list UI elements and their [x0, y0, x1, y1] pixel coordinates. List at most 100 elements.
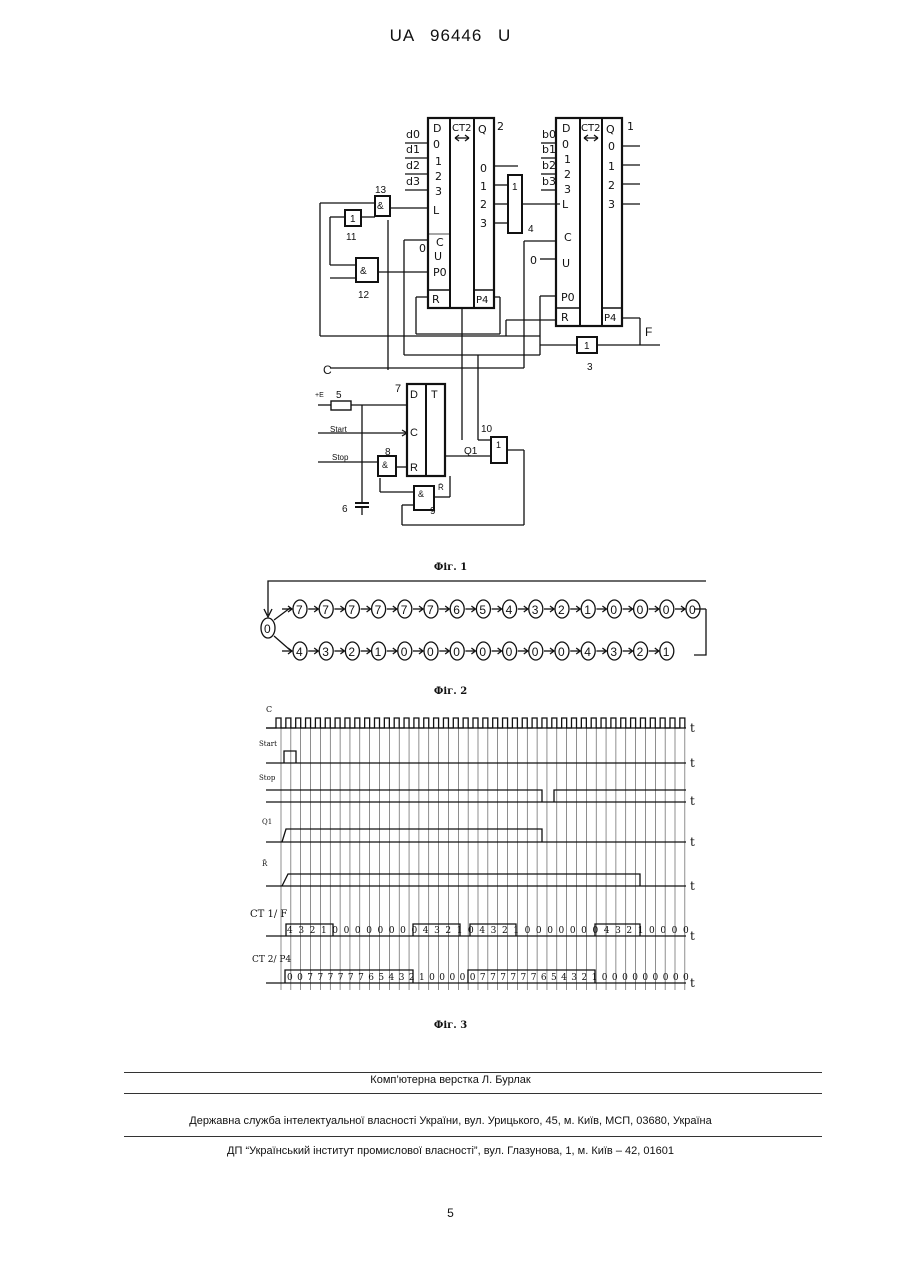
ct1-value: 1	[513, 926, 519, 936]
ct1-value: 0	[525, 926, 531, 936]
ct-right-pin-l: L	[562, 198, 569, 211]
ct1-value: 0	[570, 926, 576, 936]
row1-state-label: 5	[479, 603, 486, 617]
row2-state-label: 2	[637, 645, 644, 659]
row2-state-label: 1	[375, 645, 382, 659]
ct2-value: 7	[500, 973, 506, 983]
or-gate-10-symbol: 1	[496, 440, 501, 450]
time-axis-label-3: t	[690, 794, 695, 808]
ct1-value: 4	[287, 926, 293, 936]
ct2-value: 3	[571, 973, 577, 983]
ct1-value: 0	[581, 926, 587, 936]
ct-right-pin-u: U	[562, 257, 570, 270]
signal-e-label: +E	[315, 392, 324, 399]
input-d1: d1	[406, 143, 420, 156]
ct-right-pin-c: C	[564, 231, 572, 244]
ct1-value: 1	[321, 926, 327, 936]
stop-waveform	[266, 790, 686, 802]
footer-rule-3	[124, 1136, 822, 1137]
ct1-value: 0	[559, 926, 565, 936]
clock-pulses	[266, 718, 685, 728]
footer-institute-address: ДП “Український інститут промислової вла…	[0, 1145, 901, 1157]
time-axis-label-1: t	[690, 721, 695, 735]
row1-state-label: 0	[610, 603, 617, 617]
ct1-value: 2	[310, 926, 316, 936]
ct1-value: 0	[672, 926, 678, 936]
time-axis-label-5: t	[690, 879, 695, 893]
ct2-value: 0	[632, 973, 638, 983]
signal-stop-label: Stop	[332, 453, 349, 462]
ct-left-pin-c: C	[436, 236, 444, 249]
ct-left-pin-d: D	[433, 122, 441, 135]
row1-state-label: 7	[401, 603, 408, 617]
ct2-value: 7	[317, 973, 323, 983]
ct-left-pin-p0: P0	[433, 266, 447, 279]
time-axis-label-7: t	[690, 976, 695, 990]
ct2-value: 3	[399, 973, 405, 983]
ct2-value: 7	[328, 973, 334, 983]
ct2-value: 0	[287, 973, 293, 983]
ct-left-q1: 1	[480, 180, 487, 193]
and-gate-13-symbol: &	[377, 201, 384, 212]
row1-state-label: 0	[663, 603, 670, 617]
label-7: 7	[395, 383, 401, 395]
fig2-row-1: 7777776543210000	[282, 600, 700, 618]
label-1: 1	[627, 120, 634, 133]
timing-grid	[281, 728, 685, 990]
ct-right-pin-q: Q	[606, 123, 615, 136]
ct2-value: 6	[541, 973, 547, 983]
or-gate-4-symbol: 1	[512, 182, 518, 193]
ct1-value: 4	[604, 926, 610, 936]
ct-right-pin-d3: 3	[564, 183, 571, 196]
ct1-value: 0	[660, 926, 666, 936]
ct2-value: 0	[470, 973, 476, 983]
fig1-caption: Фіг. 1	[0, 562, 901, 573]
ct1-value: 0	[344, 926, 350, 936]
signal-c-label: C	[323, 363, 332, 377]
row2-state-label: 2	[348, 645, 355, 659]
ct2-value: 0	[297, 973, 303, 983]
ct2-value: 7	[348, 973, 354, 983]
row2-state-label: 0	[506, 645, 513, 659]
ct1-value: 3	[615, 926, 621, 936]
ct-left-pin-d0: 0	[433, 138, 440, 151]
row2-state-label: 0	[479, 645, 486, 659]
ct2-value: 7	[521, 973, 527, 983]
label-5: 5	[336, 390, 342, 401]
time-axis-label-6: t	[690, 929, 695, 943]
ct1-value: 2	[502, 926, 508, 936]
row2-state-label: 3	[610, 645, 617, 659]
signal-rbar-label: R̄	[438, 483, 444, 492]
ct2-value: 0	[653, 973, 659, 983]
timing-label-rbar: R̄	[262, 859, 268, 868]
label-11: 11	[346, 232, 357, 243]
trigger-pin-c: C	[410, 427, 418, 439]
ct1-value: 2	[626, 926, 632, 936]
ct2-value: 7	[338, 973, 344, 983]
ct-left-q3: 3	[480, 217, 487, 230]
ct2-value: 2	[581, 973, 587, 983]
row2-state-label: 0	[427, 645, 434, 659]
ct1-value: 3	[434, 926, 440, 936]
ct2-value: 0	[673, 973, 679, 983]
label-10: 10	[481, 424, 493, 435]
input-d3: d3	[406, 175, 420, 188]
resistor-5	[331, 401, 351, 410]
ct1-value: 3	[298, 926, 304, 936]
timing-label-q1: Q1	[262, 818, 272, 826]
ct1-value: 0	[366, 926, 372, 936]
ct1-value: 0	[411, 926, 417, 936]
inverter-11-symbol: 1	[350, 214, 356, 225]
ct1-value: 0	[332, 926, 338, 936]
ct2-value: 0	[612, 973, 618, 983]
row1-state-label: 3	[532, 603, 539, 617]
ct1-value: 0	[547, 926, 553, 936]
signal-f-label: F	[645, 325, 652, 339]
row1-state-label: 0	[689, 603, 696, 617]
ct-right-q1: 1	[608, 160, 615, 173]
input-b0: b0	[542, 128, 556, 141]
ct1-value: 1	[638, 926, 644, 936]
row1-state-label: 7	[322, 603, 329, 617]
ct-right-const-zero: 0	[530, 254, 537, 267]
ct-right-pin-r: R	[561, 311, 569, 324]
